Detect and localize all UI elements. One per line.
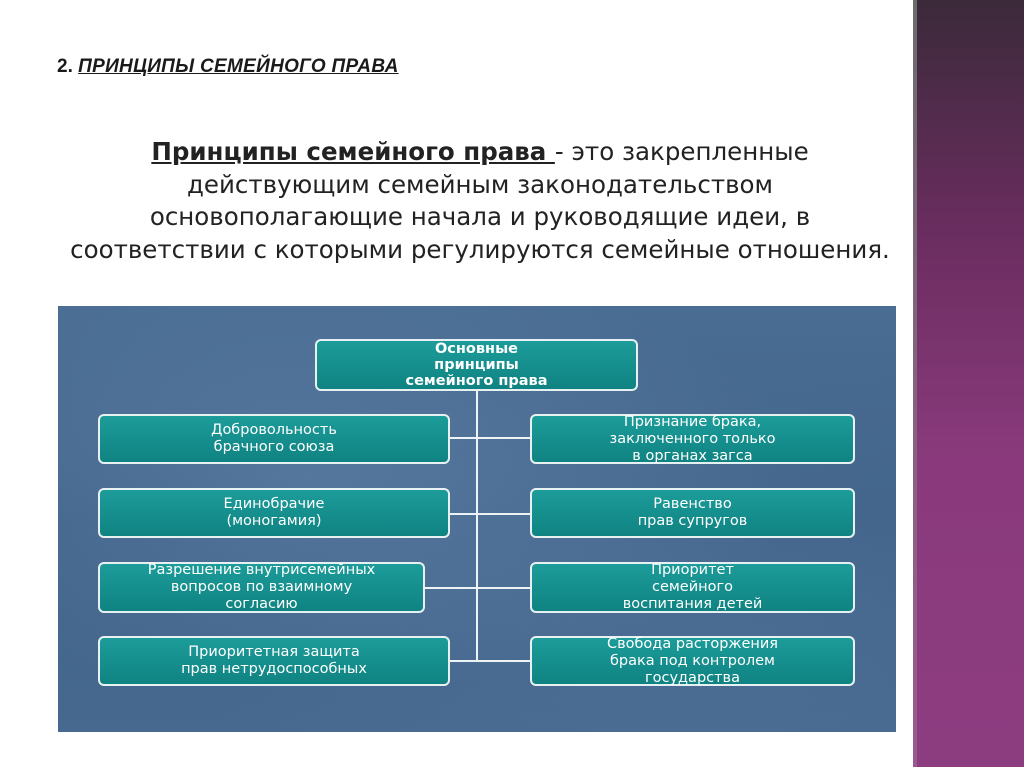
- connector-right-3: [478, 587, 530, 589]
- principle-protection-disabled: Приоритетная защита прав нетрудоспособны…: [98, 636, 450, 686]
- connector-left-1: [450, 437, 476, 439]
- principle-divorce-freedom: Свобода расторжения брака под контролем …: [530, 636, 855, 686]
- decorative-side-band: [913, 0, 1024, 767]
- connector-right-1: [478, 437, 530, 439]
- principle-marriage-registration: Признание брака, заключенного только в о…: [530, 414, 855, 464]
- connector-left-2: [450, 513, 476, 515]
- principle-mutual-agreement: Разрешение внутрисемейных вопросов по вз…: [98, 562, 425, 613]
- definition-paragraph: Принципы семейного права - это закреплен…: [60, 136, 900, 266]
- heading-text: ПРИНЦИПЫ СЕМЕЙНОГО ПРАВА: [78, 56, 399, 77]
- principle-monogamy: Единобрачие (моногамия): [98, 488, 450, 538]
- principles-diagram: Основные принципы семейного права Добров…: [58, 306, 896, 732]
- principle-voluntary-union: Добровольность брачного союза: [98, 414, 450, 464]
- connector-left-4: [450, 660, 476, 662]
- definition-term: Принципы семейного права: [151, 137, 555, 166]
- connector-left-3: [425, 587, 476, 589]
- connector-right-2: [478, 513, 530, 515]
- connector-trunk: [476, 390, 478, 662]
- heading-number: 2.: [57, 56, 73, 77]
- connector-right-4: [478, 660, 530, 662]
- principle-family-upbringing: Приоритет семейного воспитания детей: [530, 562, 855, 613]
- definition-body: - это закрепленные действующим семейным …: [70, 137, 890, 264]
- principle-spousal-equality: Равенство прав супругов: [530, 488, 855, 538]
- root-principles-box: Основные принципы семейного права: [315, 339, 638, 391]
- slide-heading: 2. ПРИНЦИПЫ СЕМЕЙНОГО ПРАВА: [57, 56, 399, 86]
